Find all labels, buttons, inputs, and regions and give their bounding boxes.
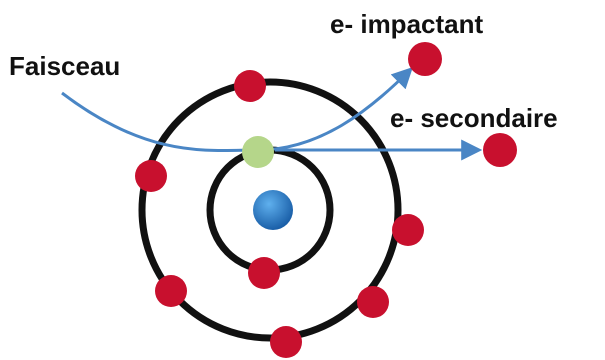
electron (248, 257, 280, 289)
electron (392, 214, 424, 246)
electron (270, 326, 302, 358)
electron (155, 275, 187, 307)
impacting-electron-label: e- impactant (330, 9, 483, 39)
interaction-electron (242, 136, 274, 168)
secondary-electron (483, 133, 517, 167)
beam-path (62, 93, 258, 151)
electron (234, 70, 266, 102)
electron (357, 286, 389, 318)
secondary-electron-label: e- secondaire (390, 103, 558, 133)
nucleus (253, 190, 293, 230)
impacting-electron (408, 42, 442, 76)
beam-label: Faisceau (9, 51, 120, 81)
electron (135, 160, 167, 192)
